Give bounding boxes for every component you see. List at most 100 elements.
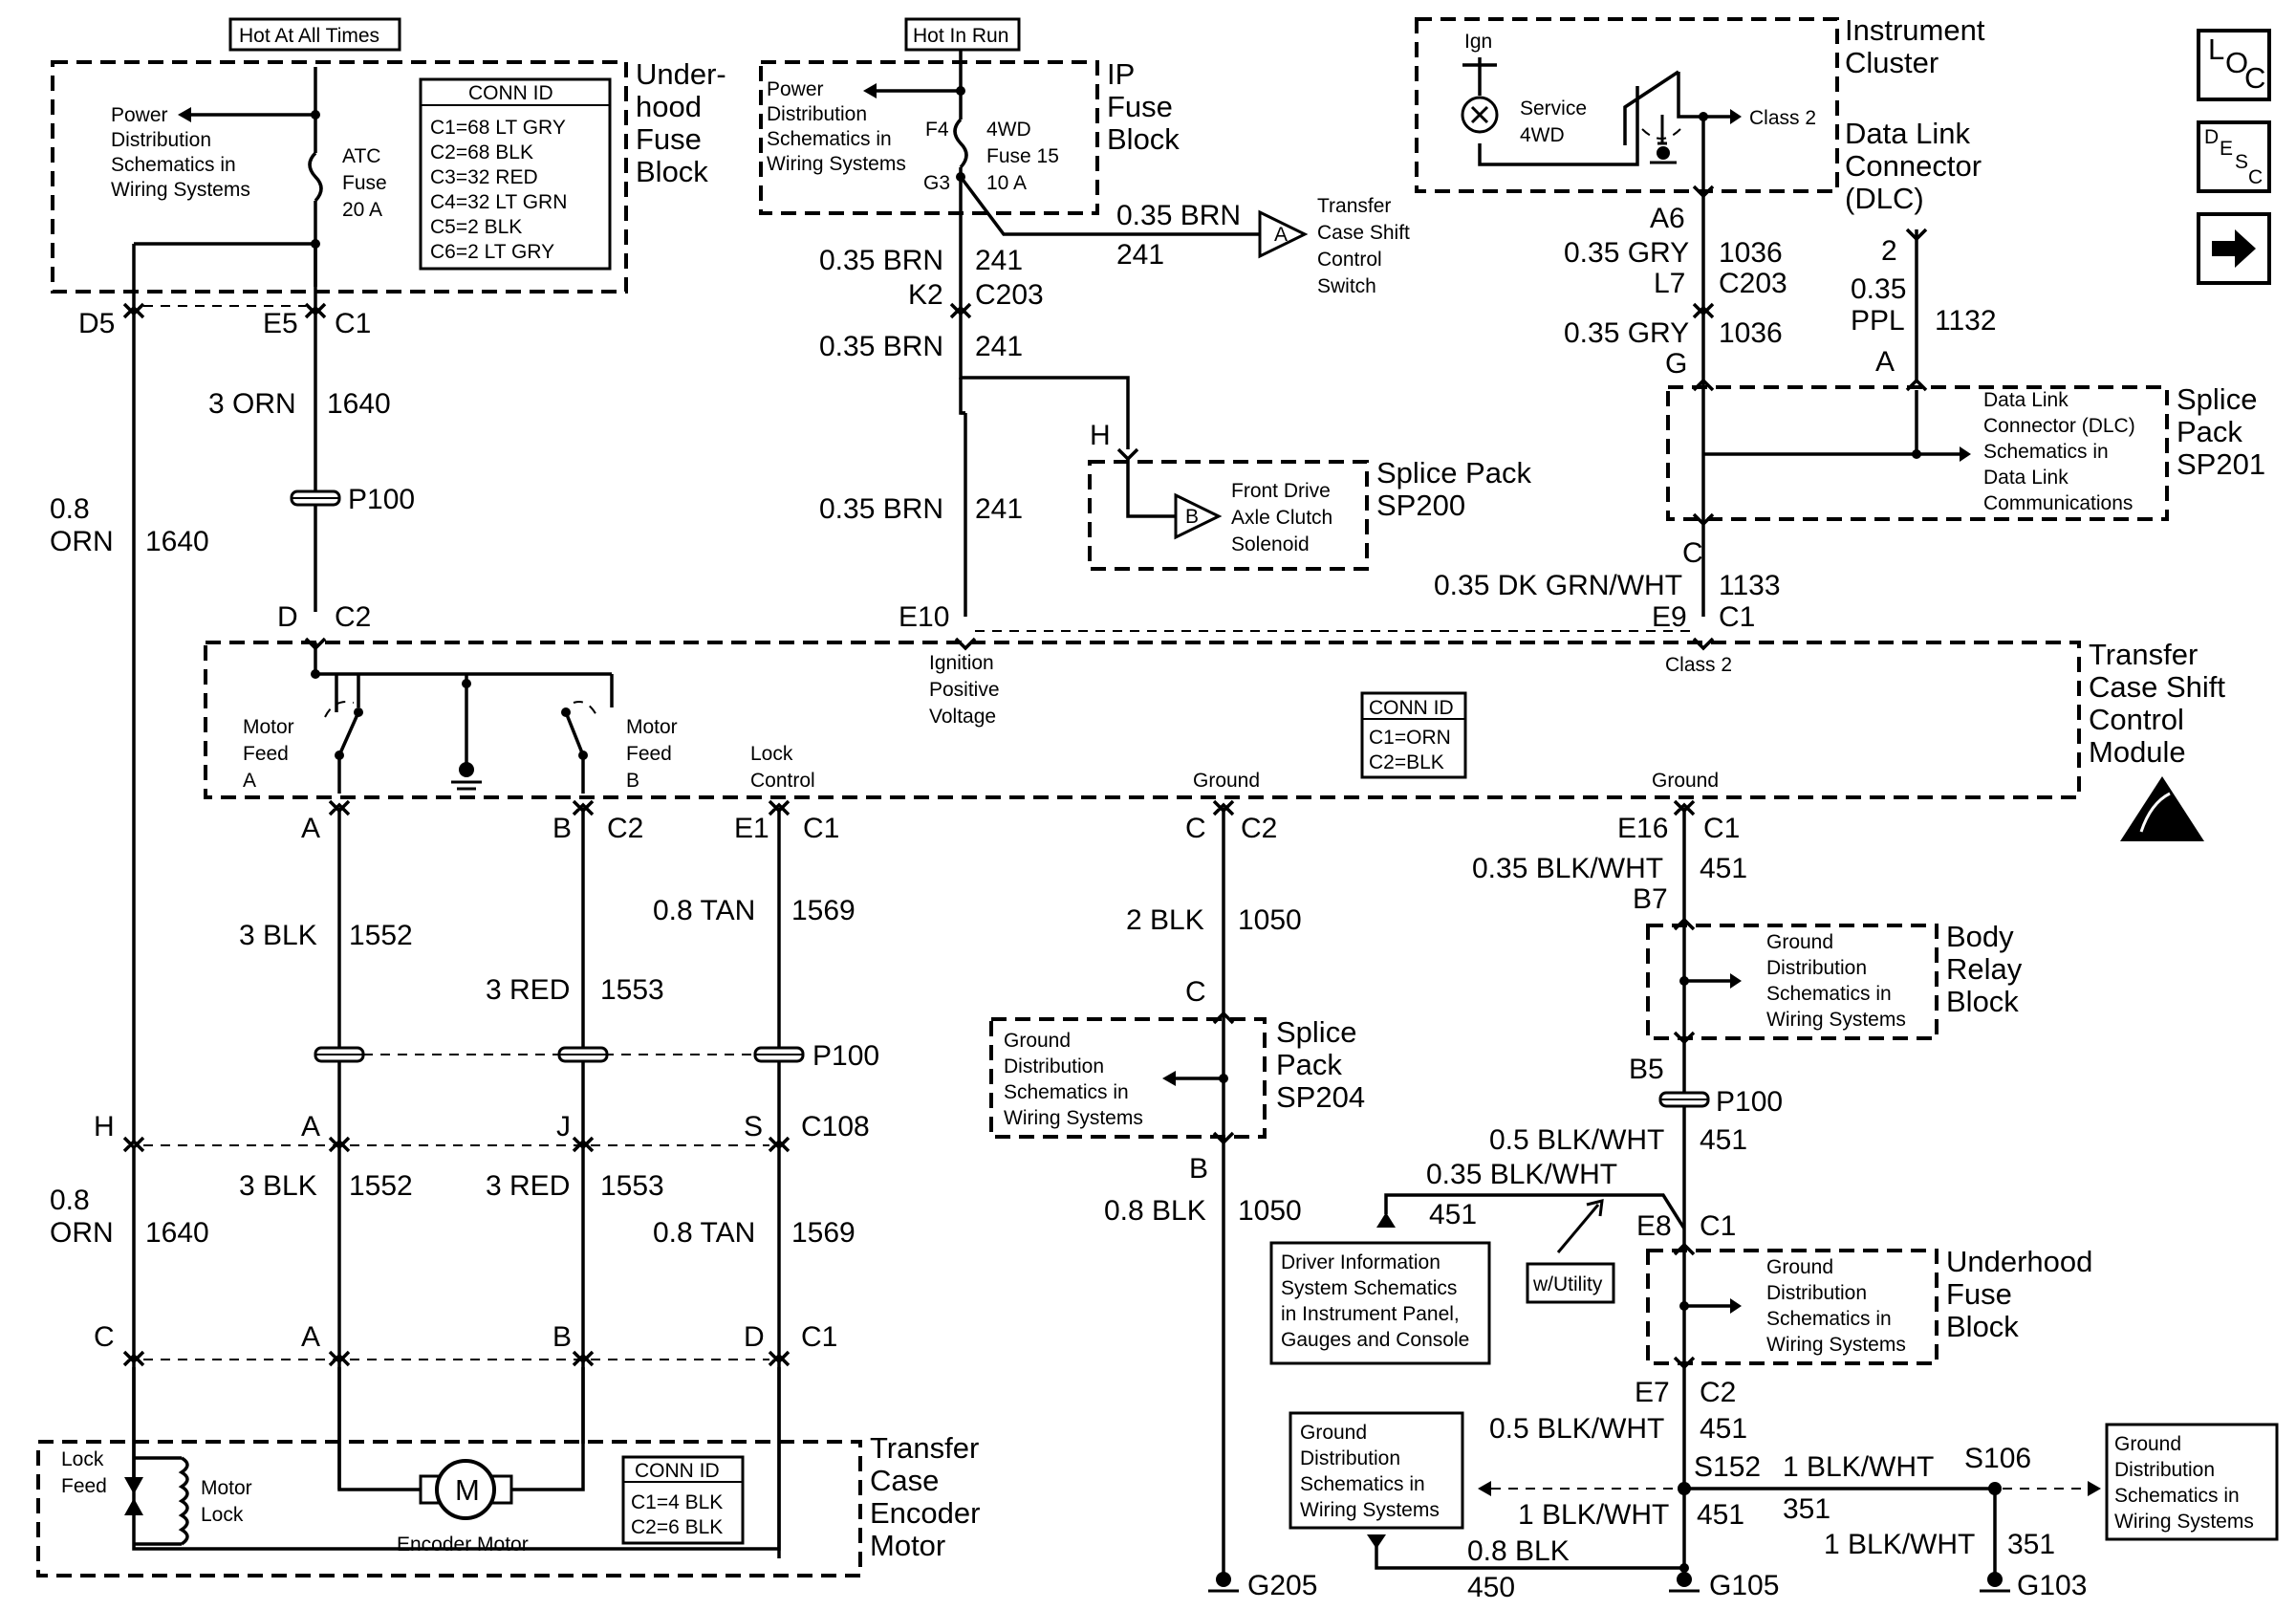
wire-08blk-g105-label: 0.8 BLK: [1467, 1535, 1570, 1567]
svg-text:Distribution: Distribution: [1004, 1055, 1104, 1077]
motor-m-label: M: [455, 1473, 480, 1507]
ip-fuse-block-title: IP Fuse Block: [1107, 57, 1180, 156]
svg-text:Driver Information: Driver Information: [1281, 1251, 1440, 1273]
circuit-1569b-label: 1569: [791, 1217, 856, 1249]
atc-fuse-label: ATC Fuse 20 A: [342, 145, 387, 221]
cluster-ground-icon: [1650, 146, 1677, 164]
pin-g: G: [1665, 348, 1687, 380]
motor-lock-label: Motor Lock: [201, 1477, 252, 1526]
pin-d-bottom: D: [744, 1321, 765, 1353]
svg-text:C6=2 LT GRY: C6=2 LT GRY: [430, 241, 554, 263]
pin-e5: E5: [263, 308, 298, 339]
pin-b-bottom: B: [552, 1321, 572, 1353]
ign-label: Ign: [1464, 31, 1492, 53]
module-conn-id-title: CONN ID: [1369, 697, 1454, 719]
loc-button[interactable]: L O C: [2197, 29, 2271, 101]
wire-241-to-switch: [959, 175, 1260, 236]
next-arrow-button[interactable]: [2197, 212, 2271, 285]
wire-orn-label: ORN: [50, 526, 114, 557]
pin-a-top: A: [301, 813, 320, 844]
pin-c1-bottom: C1: [801, 1321, 837, 1353]
svg-text:Distribution: Distribution: [111, 129, 211, 151]
d5-feed-wire: [132, 242, 315, 287]
svg-text:Wiring Systems: Wiring Systems: [1766, 1334, 1906, 1356]
svg-text:Fuse: Fuse: [1946, 1277, 2012, 1311]
svg-text:Transfer: Transfer: [1317, 195, 1391, 217]
svg-text:Feed: Feed: [626, 743, 672, 765]
hot-at-all-times-box: [228, 17, 401, 52]
svg-text:Feed: Feed: [243, 743, 289, 765]
svg-text:Schematics in: Schematics in: [2114, 1485, 2240, 1507]
svg-text:Wiring Systems: Wiring Systems: [767, 153, 906, 175]
pin-e16: E16: [1617, 813, 1668, 844]
pin-g3: G3: [923, 172, 950, 194]
svg-text:Distribution: Distribution: [1300, 1447, 1400, 1469]
circuit-451e-label: 451: [1697, 1499, 1744, 1531]
svg-text:Schematics in: Schematics in: [1766, 983, 1892, 1005]
svg-text:Feed: Feed: [61, 1475, 107, 1497]
svg-text:Motor: Motor: [201, 1477, 252, 1499]
underhood-fuse-block-box: [51, 60, 628, 294]
svg-text:Lock: Lock: [201, 1504, 244, 1526]
svg-text:Data Link: Data Link: [1983, 389, 2069, 411]
circuit-1640-label: 1640: [327, 388, 391, 420]
s152-label: S152: [1694, 1451, 1761, 1483]
sp201-arrow-icon: [1960, 446, 1971, 462]
circuit-451c-label: 451: [1429, 1199, 1477, 1230]
sp201-title: Splice Pack SP201: [2177, 382, 2265, 481]
pin-a-c108: A: [301, 1111, 320, 1142]
pin-e10: E10: [899, 601, 949, 633]
desc-button[interactable]: D E S C: [2197, 120, 2271, 193]
svg-text:SP204: SP204: [1276, 1080, 1365, 1114]
wire-3blk-b-label: 3 BLK: [239, 1170, 317, 1202]
encoder-motor-label: Encoder Motor: [397, 1534, 529, 1556]
transfer-switch-label: Transfer Case Shift Control Switch: [1317, 195, 1410, 297]
encoder-conn-id-title: CONN ID: [635, 1460, 720, 1482]
driver-info-box[interactable]: [1269, 1241, 1491, 1365]
sp204-ground-dist-label: Ground Distribution Schematics in Wiring…: [1004, 1030, 1143, 1129]
body-relay-ground-dist-label: Ground Distribution Schematics in Wiring…: [1766, 931, 1906, 1031]
sp204-box: [989, 1017, 1267, 1139]
encoder-motor-wiring: [337, 1367, 585, 1491]
hot-in-run-box: [904, 17, 1021, 52]
wire-3orn-label: 3 ORN: [208, 388, 296, 420]
s106-ground-dist-box: [2105, 1423, 2279, 1541]
svg-text:O: O: [2225, 46, 2248, 79]
svg-text:Data Link: Data Link: [1845, 117, 1970, 150]
pin-c1-e1: C1: [803, 813, 839, 844]
svg-text:Control: Control: [1317, 249, 1382, 271]
g205-label: G205: [1247, 1570, 1317, 1601]
wire-08tan-label: 0.8 TAN: [653, 895, 755, 926]
underhood-conn-id-box: [419, 77, 612, 271]
esd-warning-icon: [2120, 776, 2204, 841]
utility-pointer-icon: [1556, 1199, 1604, 1253]
svg-text:Wiring Systems: Wiring Systems: [1300, 1499, 1440, 1521]
body-relay-block-title: Body Relay Block: [1946, 920, 2023, 1018]
encoder-conn-id-2: C2=6 BLK: [631, 1516, 723, 1538]
sp200-arrow-label: B: [1185, 506, 1199, 528]
s106-arrow-icon: [2088, 1481, 2101, 1496]
sp201-box: [1666, 385, 2169, 521]
ip-fuse-block-box: [759, 60, 1099, 215]
svg-text:C2=68 BLK: C2=68 BLK: [430, 141, 533, 163]
pin-e9: E9: [1652, 601, 1687, 633]
wire-08tan-b-label: 0.8 TAN: [653, 1217, 755, 1249]
wire-blkwht4-label: 0.5 BLK/WHT: [1489, 1413, 1664, 1445]
p100-mid-connectors-icon: [314, 1046, 805, 1063]
sp204-arrow-icon: [1162, 1071, 1176, 1086]
circuit-1552b-label: 1552: [349, 1170, 413, 1202]
svg-text:C3=32 RED: C3=32 RED: [430, 166, 538, 188]
utility-label: w/Utility: [1532, 1273, 1603, 1295]
wire-gry1-label: 0.35 GRY: [1564, 237, 1689, 269]
wire-blkwht2-label: 0.5 BLK/WHT: [1489, 1124, 1664, 1156]
pin-l7: L7: [1654, 268, 1685, 299]
module-ground2-label: Ground: [1652, 770, 1719, 792]
service-4wd-label-line1: Service: [1520, 98, 1587, 120]
wire-ppl2-label: PPL: [1851, 305, 1905, 337]
svg-text:Wiring Systems: Wiring Systems: [1004, 1107, 1143, 1129]
svg-text:System Schematics: System Schematics: [1281, 1277, 1457, 1299]
pin-j-c108: J: [556, 1111, 571, 1142]
wire-lower-08-label: 0.8: [50, 1185, 90, 1216]
pin-b-sp204: B: [1189, 1153, 1208, 1185]
svg-text:Relay: Relay: [1946, 952, 2023, 986]
